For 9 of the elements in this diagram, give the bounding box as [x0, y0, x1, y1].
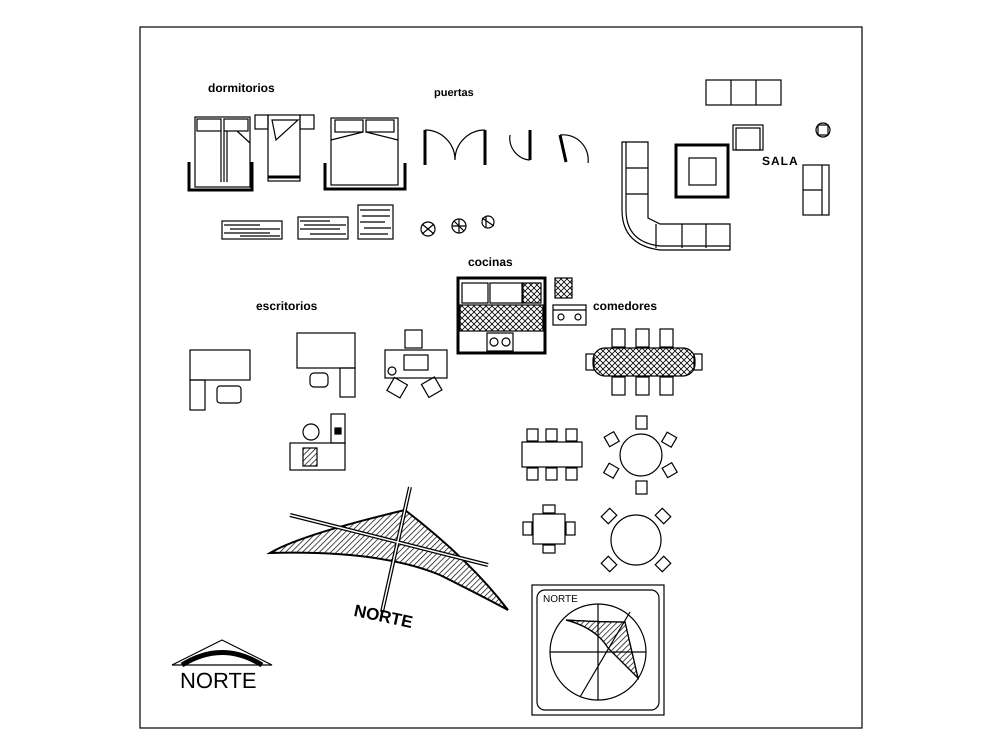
- north-label: NORTE: [180, 670, 257, 692]
- section-heading: cocinas: [468, 256, 513, 268]
- north-label: NORTE: [543, 595, 578, 605]
- north-label: NORTE: [352, 602, 414, 631]
- section-heading: comedores: [593, 300, 658, 312]
- section-heading: escritorios: [256, 300, 318, 312]
- section-heading: SALA: [762, 155, 799, 167]
- section-heading: puertas: [434, 88, 474, 99]
- section-heading: dormitorios: [208, 82, 275, 94]
